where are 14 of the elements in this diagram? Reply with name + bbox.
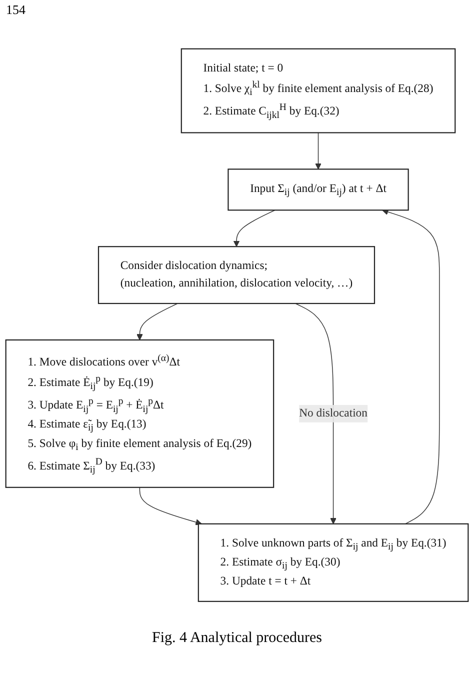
- arrow: [295, 303, 336, 524]
- page-number: 154: [6, 2, 26, 17]
- arrow: [136, 303, 178, 340]
- arrow: [315, 132, 322, 170]
- arrow: [233, 210, 276, 247]
- node-box: Initial state; t = 0 1. Solve χ$_{i}$$^{kl}$ by finite element analysis of Eq.(28) 2. Estimate C$_{ijkl}$$^{H}$ by Eq.(32): [180, 48, 456, 134]
- node-box: 1. Move dislocations over v$^{(α)}$Δt 2. Estimate Ė$_{ij}$$^{p}$ by Eq.(19) 3. Update E$_{ij}$$^{p}$ = E$_{ij}$$^{p}$ + Ė$_{ij}$$^{p}$Δt 4. Estimate ε̃$_{ij}$ by Eq.(13) 5. Solve φ$_{i}$ by finite element analysis of Eq.(29) 6. Estimate Σ$_{ij}$$^{D}$ by Eq.(33): [5, 339, 274, 488]
- node-box: Input Σ$_{ij}$ (and/or E$_{ij}$) at t + Δt: [228, 168, 409, 211]
- node-box: Consider dislocation dynamics; (nucleation, annihilation, dislocation velocity, …): [98, 246, 376, 304]
- arrow: [139, 486, 202, 526]
- edge-label: No dislocation: [299, 406, 368, 420]
- node-box: 1. Solve unknown parts of Σ$_{ij}$ and E$_{ij}$ by Eq.(31) 2. Estimate σ$_{ij}$ by Eq.(30) 3. Update t = t + Δt: [198, 523, 469, 602]
- figure-caption: Fig. 4 Analytical procedures: [152, 630, 322, 646]
- arrow: [382, 208, 440, 524]
